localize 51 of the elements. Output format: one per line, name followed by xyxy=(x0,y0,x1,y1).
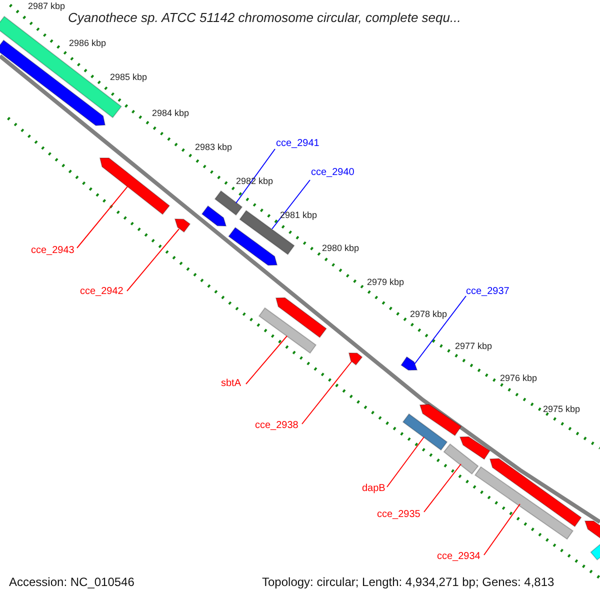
gene-feature xyxy=(201,205,227,227)
tick-label: 2978 kbp xyxy=(410,310,448,319)
gene-label: cce_2940 xyxy=(311,168,354,178)
leader-line xyxy=(484,504,520,556)
leader-line xyxy=(386,436,424,488)
leader-line xyxy=(246,336,288,384)
gene-feature xyxy=(474,466,574,540)
tick-label: 2977 kbp xyxy=(455,342,492,351)
gene-feature xyxy=(459,436,490,460)
gene-feature xyxy=(443,443,479,475)
leader-line xyxy=(424,464,462,512)
gene-label: cce_2943 xyxy=(31,246,74,256)
gene-label: cce_2934 xyxy=(437,552,480,562)
leader-line xyxy=(236,148,276,204)
info-label: Topology: circular; Length: 4,934,271 bp; Genes: 4,813 xyxy=(262,576,554,588)
leader-line xyxy=(302,360,352,424)
gene-label: cce_2937 xyxy=(466,287,510,297)
gene-feature xyxy=(590,542,600,560)
gene-feature xyxy=(400,356,418,371)
leader-line xyxy=(126,228,180,292)
gene-feature xyxy=(275,297,327,338)
gene-feature xyxy=(258,307,317,354)
tick-label: 2976 kbp xyxy=(500,374,538,383)
gene-label: cce_2935 xyxy=(377,510,420,520)
tick-label: 2986 kbp xyxy=(69,39,106,48)
map-title: Cyanothece sp. ATCC 51142 chromosome circular, complete sequ... xyxy=(68,11,461,24)
gene-feature xyxy=(228,226,278,266)
leader-line xyxy=(76,186,128,248)
tick-label: 2985 kbp xyxy=(110,73,148,82)
gene-feature xyxy=(99,158,170,215)
tick-label: 2984 kbp xyxy=(152,109,190,118)
gene-label: dapB xyxy=(362,484,386,494)
gene-feature xyxy=(0,40,106,126)
gene-feature xyxy=(348,352,363,366)
gene-feature xyxy=(489,458,582,528)
gene-feature xyxy=(402,413,448,451)
gene-feature xyxy=(419,404,462,436)
leader-line xyxy=(272,180,310,230)
gene-feature xyxy=(214,190,243,216)
tick-label: 2980 kbp xyxy=(322,244,360,253)
tick-label: 2975 kbp xyxy=(543,405,580,414)
gene-label: cce_2941 xyxy=(276,139,320,149)
accession-label: Accession: NC_010546 xyxy=(9,576,134,588)
gene-label: cce_2938 xyxy=(255,421,298,431)
gene-label: cce_2942 xyxy=(80,287,124,297)
leader-line xyxy=(410,296,466,370)
gene-feature xyxy=(174,218,191,233)
gene-label: sbtA xyxy=(221,379,242,389)
tick-label: 2979 kbp xyxy=(367,278,404,287)
gene-feature xyxy=(584,520,600,541)
tick-label: 2983 kbp xyxy=(195,143,232,152)
